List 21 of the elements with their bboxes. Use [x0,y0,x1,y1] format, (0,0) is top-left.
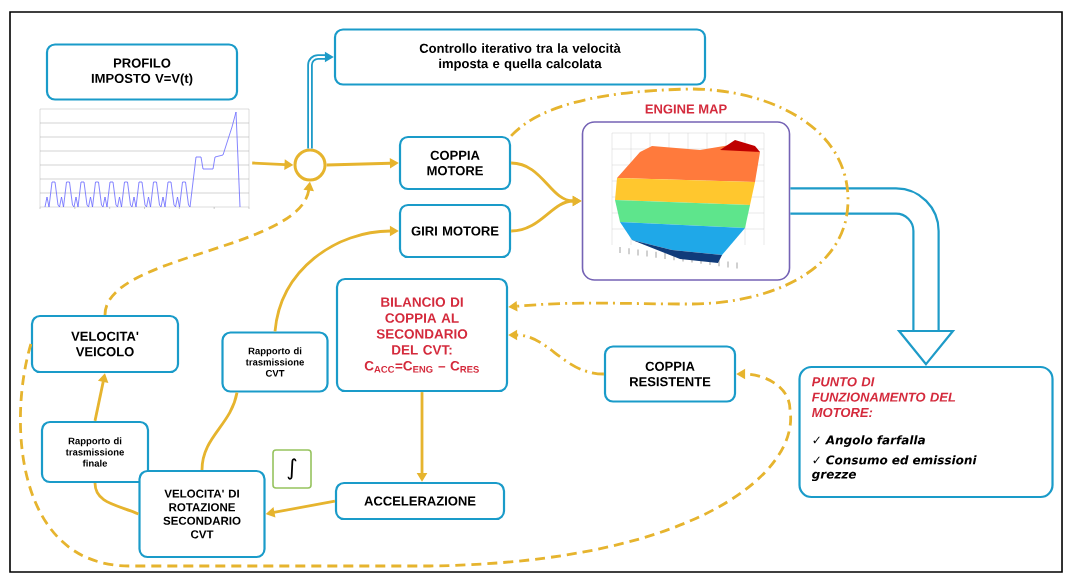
process-box: COPPIA MOTORE [398,135,512,191]
process-box: Rapporto di trasmissione CVT [221,331,329,393]
process-box: COPPIA RESISTENTE [603,345,737,403]
process-box: GIRI MOTORE [398,203,512,259]
result-heading: PUNTO DI FUNZIONAMENTO DEL MOTORE: [811,377,956,418]
process-box: VELOCITA' DI ROTAZIONE SECONDARIO CVT [138,469,266,559]
connector-line [93,482,139,516]
summing-junction [293,148,327,182]
process-box: Rapporto di trasmissione finale [40,420,150,484]
connector-line [200,392,239,470]
balance-box: BILANCIO DI COPPIA AL SECONDARIO DEL CVT: C$_{ACC}$=C$_{ENG}$ – C$_{RES}$ [335,277,509,393]
checklist-item: ✓ Angolo farfalla [813,435,925,447]
speed-profile-graph-drawing [39,108,250,210]
checklist-item: ✓ Consumo ed emissioni grezze [811,455,977,482]
process-box: VELOCITA' VEICOLO [30,314,180,374]
integral-box: ∫ [272,449,312,489]
map-title: ENGINE MAP [645,104,727,114]
process-box: ACCELERAZIONE [334,481,506,521]
process-box: Controllo iterativo tra la velocità imposta e quella calcolata [333,28,707,86]
process-box: PROFILO IMPOSTO V=V(t) [45,43,239,101]
hollow-arrow [790,187,956,366]
